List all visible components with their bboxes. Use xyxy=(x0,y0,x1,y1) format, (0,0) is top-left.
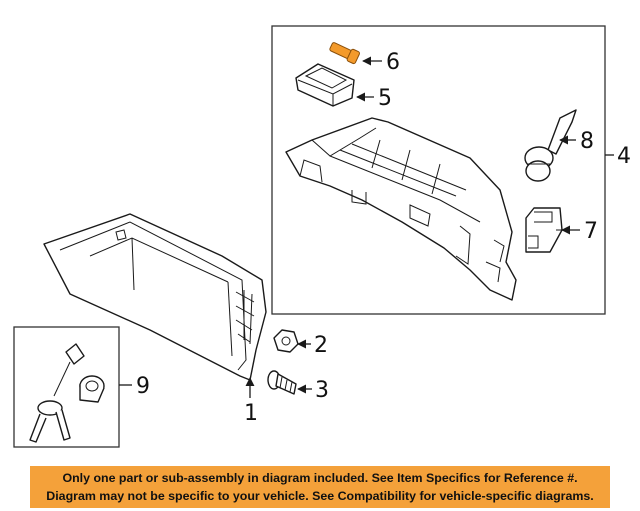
callout-8: 8 xyxy=(580,129,594,154)
callout-9: 9 xyxy=(136,374,150,399)
part-5-lamp[interactable] xyxy=(295,63,355,107)
callout-3: 3 xyxy=(315,378,329,403)
part-4-housing[interactable] xyxy=(285,117,517,301)
callout-2: 2 xyxy=(314,333,328,358)
callout-7: 7 xyxy=(584,219,598,244)
parts-diagram: 6 5 8 4 7 2 3 9 1 xyxy=(13,25,631,448)
part-8-damper[interactable] xyxy=(524,109,577,182)
part-3-screw[interactable] xyxy=(267,370,297,395)
part-1-glove-box[interactable] xyxy=(43,213,267,381)
callout-1: 1 xyxy=(244,401,258,426)
disclaimer-line-2: Diagram may not be specific to your vehi… xyxy=(46,489,594,503)
disclaimer-banner: Only one part or sub-assembly in diagram… xyxy=(30,466,610,508)
part-2-nut[interactable] xyxy=(273,329,299,353)
part-9-lock-keys[interactable] xyxy=(29,343,105,443)
callout-4: 4 xyxy=(617,144,631,169)
callout-5: 5 xyxy=(378,86,392,111)
disclaimer-line-1: Only one part or sub-assembly in diagram… xyxy=(62,471,578,485)
part-6-cap xyxy=(346,48,360,65)
callout-6: 6 xyxy=(386,50,400,75)
part-6-highlighted[interactable] xyxy=(328,40,360,65)
